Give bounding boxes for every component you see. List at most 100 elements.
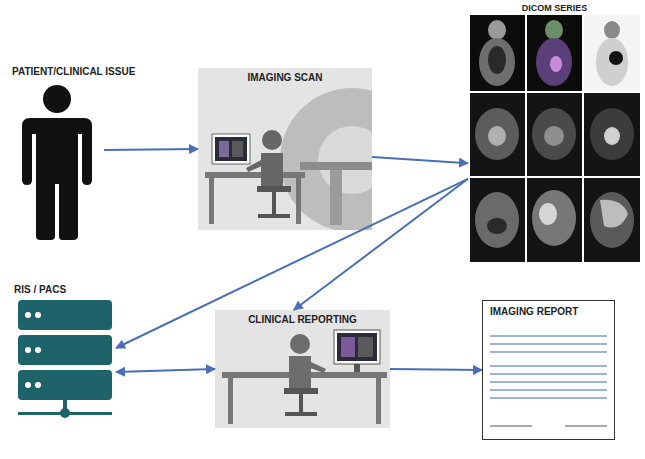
report-line xyxy=(490,343,607,345)
server-led xyxy=(25,347,31,353)
reporter-arm xyxy=(310,362,326,373)
server-unit xyxy=(18,300,112,330)
flow-arrow xyxy=(116,369,215,372)
mri-image xyxy=(470,178,525,262)
flow-arrow xyxy=(116,179,468,348)
dicom-series-panel: DICOM SERIES xyxy=(468,2,641,262)
reporter-body xyxy=(289,356,311,388)
image-anatomy xyxy=(488,46,506,74)
clinical-reporting-panel: CLINICAL REPORTING xyxy=(215,310,390,428)
imaging-scan-panel: IMAGING SCAN xyxy=(198,68,372,230)
scan-monitor-image xyxy=(219,141,229,157)
image-anatomy xyxy=(487,218,507,234)
server-led xyxy=(35,347,41,353)
reporter-chair xyxy=(284,388,318,394)
scan-desk-leg xyxy=(209,178,214,224)
ris-pacs-server: RIS / PACS xyxy=(14,300,116,420)
image-anatomy xyxy=(545,20,563,40)
server-led xyxy=(25,382,31,388)
operator-arm xyxy=(246,160,262,172)
scan-monitor-screen xyxy=(215,137,247,161)
node-title: IMAGING REPORT xyxy=(490,306,607,318)
image-anatomy xyxy=(539,203,557,225)
report-signature-line xyxy=(565,426,607,427)
report-line xyxy=(490,365,607,367)
scanner-bed xyxy=(300,162,372,170)
image-anatomy xyxy=(479,38,515,86)
mri-image xyxy=(470,93,525,176)
image-anatomy xyxy=(604,21,620,39)
image-anatomy xyxy=(600,200,628,228)
image-anatomy xyxy=(590,108,634,160)
operator-chair-stem xyxy=(272,192,276,214)
scan-desk-leg xyxy=(296,178,301,224)
reporting-monitor-screen xyxy=(337,333,377,361)
report-line xyxy=(490,335,607,337)
image-anatomy xyxy=(544,126,564,146)
server-unit xyxy=(18,335,112,365)
reporting-monitor-image xyxy=(358,337,373,357)
patient-figure: PATIENT/CLINICAL ISSUE xyxy=(12,82,104,240)
operator-body xyxy=(261,153,283,186)
reporting-monitor-image xyxy=(341,337,355,357)
reporting-desk-leg xyxy=(228,378,233,424)
flow-arrow xyxy=(104,148,198,151)
node-title: DICOM SERIES xyxy=(471,3,638,14)
reporter-chair-base xyxy=(285,412,317,416)
node-title: PATIENT/CLINICAL ISSUE xyxy=(12,66,135,78)
node-title: CLINICAL REPORTING xyxy=(221,314,384,326)
report-line xyxy=(490,389,607,391)
flow-arrow xyxy=(294,179,468,310)
image-anatomy xyxy=(488,20,506,40)
scanner-bore xyxy=(318,126,372,194)
node-title: RIS / PACS xyxy=(14,284,66,296)
image-uptake xyxy=(550,56,562,72)
image-anatomy xyxy=(536,38,572,86)
image-anatomy xyxy=(532,108,576,160)
scan-desk xyxy=(205,172,305,178)
flow-arrow xyxy=(372,157,468,163)
node-title: IMAGING SCAN xyxy=(204,72,366,84)
patient-head xyxy=(43,85,71,113)
mri-image xyxy=(527,178,582,262)
image-anatomy xyxy=(604,127,620,145)
report-text-lines xyxy=(490,336,607,398)
report-line xyxy=(490,381,607,383)
pet-mip-image xyxy=(584,15,640,91)
image-anatomy xyxy=(488,126,506,146)
image-anatomy xyxy=(596,38,628,86)
patient-body xyxy=(22,118,92,240)
mri-image xyxy=(584,178,640,262)
scanner-bed-stand xyxy=(330,170,342,225)
reporter-chair-stem xyxy=(299,394,303,412)
server-unit xyxy=(18,370,112,400)
mri-image xyxy=(584,93,640,176)
report-line xyxy=(490,373,607,375)
imaging-report-document: IMAGING REPORT xyxy=(482,300,615,440)
operator-head xyxy=(262,130,282,150)
report-line xyxy=(490,351,607,353)
server-led xyxy=(35,382,41,388)
report-signature-line xyxy=(490,426,532,427)
server-network-node xyxy=(60,408,70,418)
reporting-monitor-stand xyxy=(354,364,360,372)
operator-chair xyxy=(257,186,291,192)
image-anatomy xyxy=(532,190,576,246)
mri-image xyxy=(527,93,582,176)
operator-chair-base xyxy=(258,214,290,218)
image-anatomy xyxy=(475,108,519,160)
image-anatomy xyxy=(475,192,519,248)
report-page xyxy=(482,300,615,440)
scan-monitor-image xyxy=(232,141,243,157)
reporter-head xyxy=(290,334,310,354)
report-line xyxy=(490,397,607,399)
pet-ct-image xyxy=(470,15,525,91)
scanner-gantry xyxy=(280,88,372,230)
server-led xyxy=(35,312,41,318)
reporting-desk-leg xyxy=(376,378,381,424)
reporting-panel-ground xyxy=(215,310,390,428)
image-anatomy xyxy=(590,192,634,248)
scan-monitor xyxy=(212,134,250,164)
image-uptake xyxy=(609,51,623,65)
